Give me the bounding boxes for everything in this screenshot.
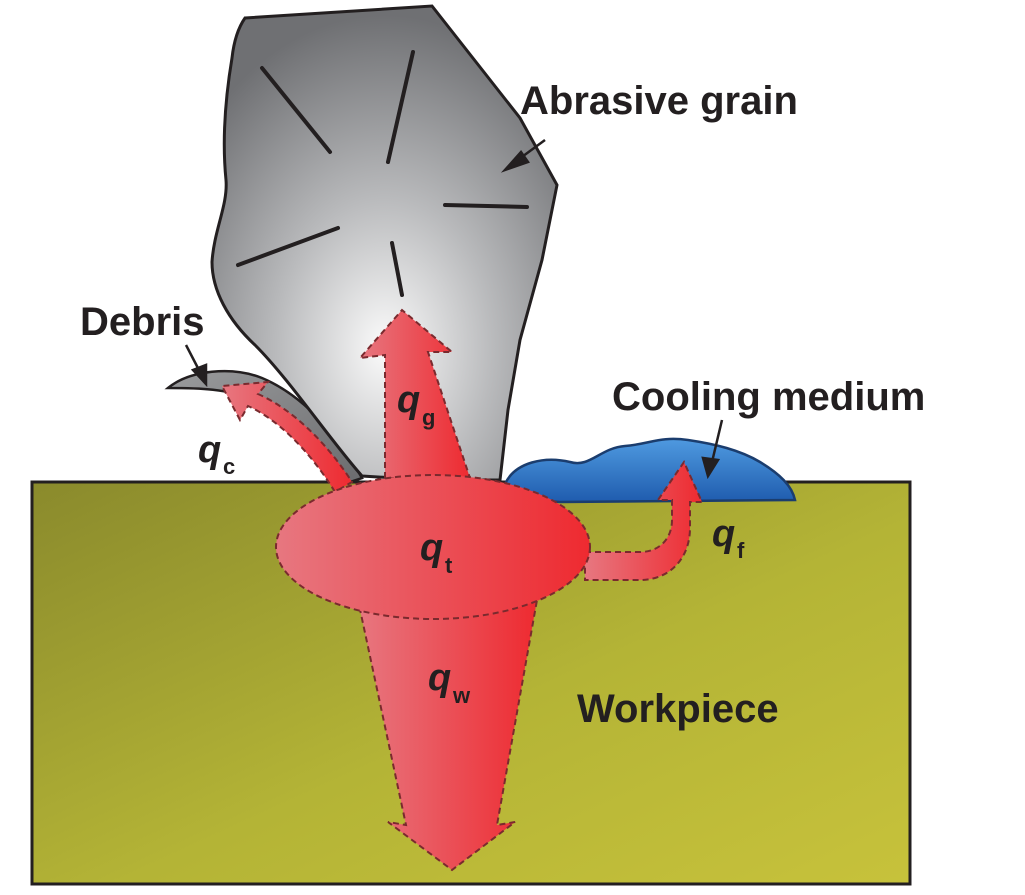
leader-lines (184, 138, 724, 480)
q-w-subscript: w (452, 683, 471, 708)
q-f-symbol: q (712, 513, 735, 555)
q-f-label: q f (712, 513, 745, 563)
q-c-subscript: c (223, 454, 235, 479)
heat-arrow-chip (220, 380, 354, 494)
q-g-symbol: q (397, 379, 420, 421)
heat-source-ellipse (275, 474, 591, 620)
q-t-subscript: t (445, 553, 453, 578)
q-f-subscript: f (737, 538, 745, 563)
grain-facet-lines (236, 50, 529, 297)
heat-arrows (220, 308, 704, 872)
cooling-medium-shape (503, 437, 797, 504)
cooling-medium-label: Cooling medium (612, 375, 925, 419)
q-w-symbol: q (428, 657, 451, 699)
q-t-symbol: q (420, 527, 443, 569)
q-g-subscript: g (422, 405, 435, 430)
abrasive-grain-label: Abrasive grain (520, 79, 798, 123)
debris-label: Debris (80, 300, 205, 344)
heat-arrow-grain (357, 308, 472, 479)
q-t-label: q t (420, 527, 453, 578)
heat-arrow-fluid (584, 459, 704, 581)
abrasive-grain-shape (210, 4, 559, 482)
q-w-label: q w (428, 657, 471, 708)
q-c-label: q c (198, 429, 235, 479)
q-g-label: q g (397, 379, 435, 430)
heat-arrow-workpiece (356, 599, 539, 872)
q-c-symbol: q (198, 429, 221, 471)
workpiece-label: Workpiece (577, 687, 779, 731)
